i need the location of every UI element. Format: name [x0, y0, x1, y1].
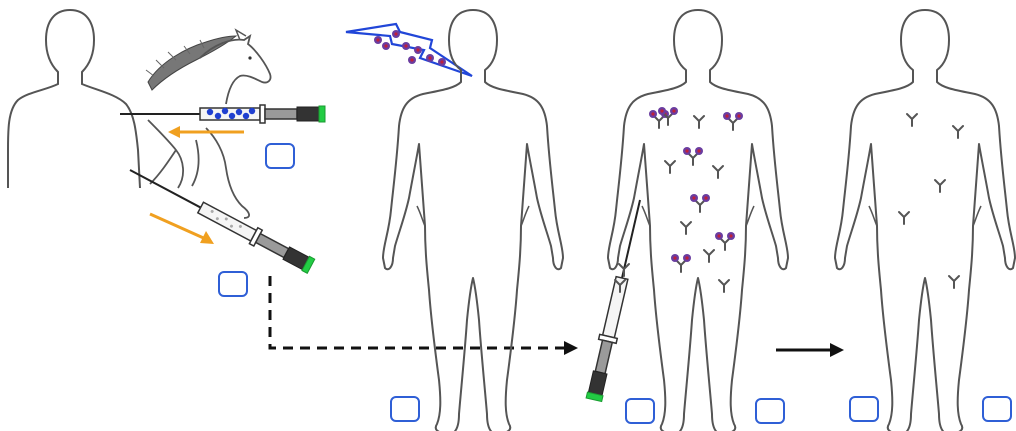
orange-arrow-left	[168, 126, 244, 138]
answer-box-4[interactable]	[625, 398, 655, 424]
answer-box-2[interactable]	[218, 271, 248, 297]
serum-syringe-horse	[120, 105, 325, 123]
answer-box-1[interactable]	[265, 143, 295, 169]
answer-box-6[interactable]	[849, 396, 879, 422]
answer-box-7[interactable]	[982, 396, 1012, 422]
donor-person-figure	[8, 10, 140, 188]
recipient-body-3	[835, 10, 1015, 431]
horse-figure	[146, 30, 271, 218]
answer-box-5[interactable]	[755, 398, 785, 424]
black-arrow-right	[776, 343, 844, 357]
answer-box-3[interactable]	[390, 396, 420, 422]
dashed-transfer-arrow	[270, 276, 578, 355]
lightning-bolt-antigens	[346, 24, 472, 76]
orange-arrow-diagonal	[150, 214, 214, 244]
recipient-body-1	[383, 10, 563, 431]
recipient-body-2	[585, 10, 788, 431]
